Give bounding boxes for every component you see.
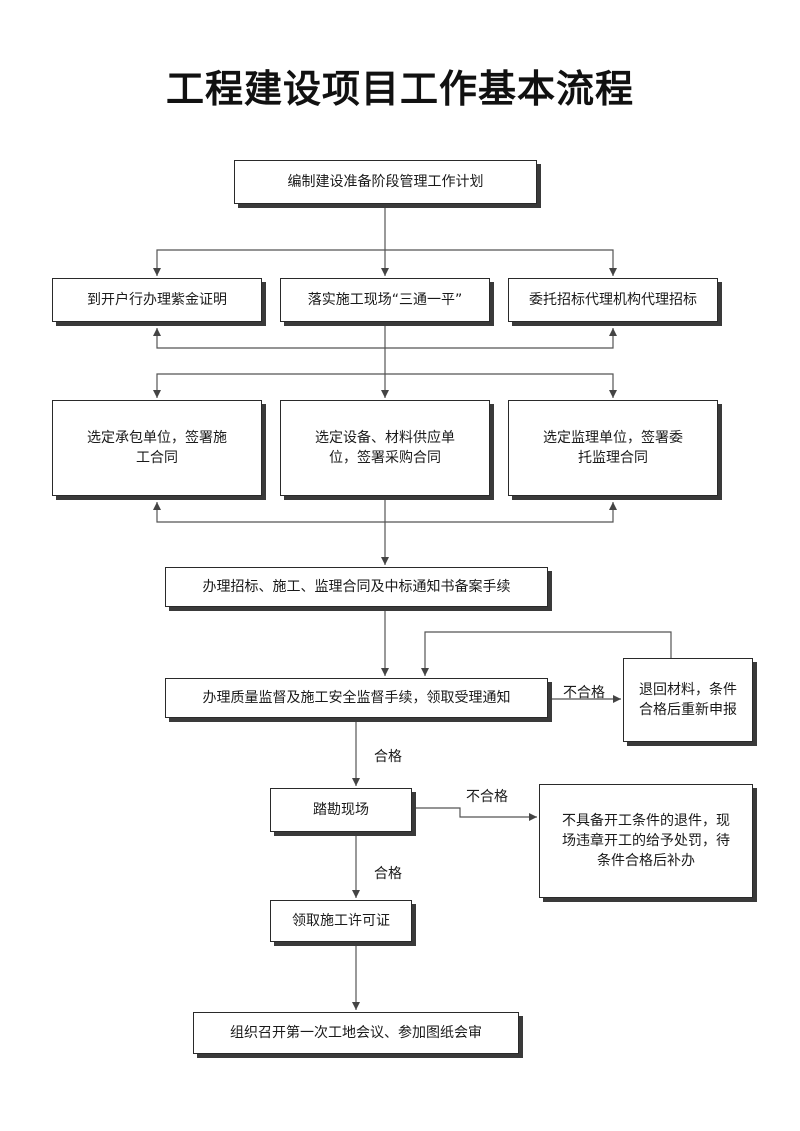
connector-merge2-left <box>153 502 385 523</box>
node-quality-label: 办理质量监督及施工安全监督手续，领取受理通知 <box>202 690 511 706</box>
node-agent: 委托招标代理机构代理招标 <box>508 278 718 322</box>
edge-label-pass-survey: 合格 <box>374 866 402 882</box>
node-agent-label: 委托招标代理机构代理招标 <box>529 292 697 308</box>
node-survey: 踏勘现场 <box>270 788 412 832</box>
node-land-cert: 到开户行办理紫金证明 <box>52 278 262 322</box>
connector-merge2-right <box>385 502 617 523</box>
page-title: 工程建设项目工作基本流程 <box>165 67 634 111</box>
node-filing-label: 办理招标、施工、监理合同及中标通知书备案手续 <box>202 579 511 595</box>
edge-label-fail-quality: 不合格 <box>563 685 605 701</box>
node-plan-label: 编制建设准备阶段管理工作计划 <box>287 174 484 190</box>
node-return: 退回材料，条件合格后重新申报 <box>623 658 753 742</box>
connector-survey-penalty <box>412 807 537 821</box>
node-contractor: 选定承包单位，签署施工合同 <box>52 400 262 496</box>
node-supplier: 选定设备、材料供应单位，签署采购合同 <box>280 400 490 496</box>
node-meeting: 组织召开第一次工地会议、参加图纸会审 <box>193 1012 519 1054</box>
connector-branch2-left <box>153 373 385 398</box>
node-land-cert-label: 到开户行办理紫金证明 <box>87 292 227 308</box>
node-supervisor-label: 选定监理单位，签署委托监理合同 <box>543 430 683 466</box>
connector-merge1-left <box>153 328 385 349</box>
node-supplier-label: 选定设备、材料供应单位，签署采购合同 <box>315 430 455 466</box>
node-quality: 办理质量监督及施工安全监督手续，领取受理通知 <box>165 678 548 718</box>
node-filing: 办理招标、施工、监理合同及中标通知书备案手续 <box>165 567 548 607</box>
node-site-prep-label: 落实施工现场“三通一平” <box>307 292 463 308</box>
edge-label-fail-survey: 不合格 <box>466 789 508 805</box>
connector-branch2-right <box>385 373 617 398</box>
node-penalty: 不具备开工条件的退件，现场违章开工的给予处罚，待条件合格后补办 <box>539 784 753 898</box>
node-penalty-label: 不具备开工条件的退件，现场违章开工的给予处罚，待条件合格后补办 <box>562 813 730 869</box>
node-return-label: 退回材料，条件合格后重新申报 <box>639 682 737 718</box>
node-meeting-label: 组织召开第一次工地会议、参加图纸会审 <box>230 1025 482 1041</box>
node-permit: 领取施工许可证 <box>270 900 412 942</box>
node-site-prep: 落实施工现场“三通一平” <box>280 278 490 322</box>
connector-branch1-right <box>385 249 617 276</box>
node-contractor-label: 选定承包单位，签署施工合同 <box>87 430 227 466</box>
connector-merge1-right <box>385 328 617 349</box>
node-permit-label: 领取施工许可证 <box>292 913 390 929</box>
connector-branch1-left <box>153 249 385 276</box>
connector-return-loop <box>421 631 672 676</box>
edge-label-pass-quality: 合格 <box>374 749 402 765</box>
node-supervisor: 选定监理单位，签署委托监理合同 <box>508 400 718 496</box>
node-survey-label: 踏勘现场 <box>313 802 369 818</box>
node-plan: 编制建设准备阶段管理工作计划 <box>234 160 537 204</box>
